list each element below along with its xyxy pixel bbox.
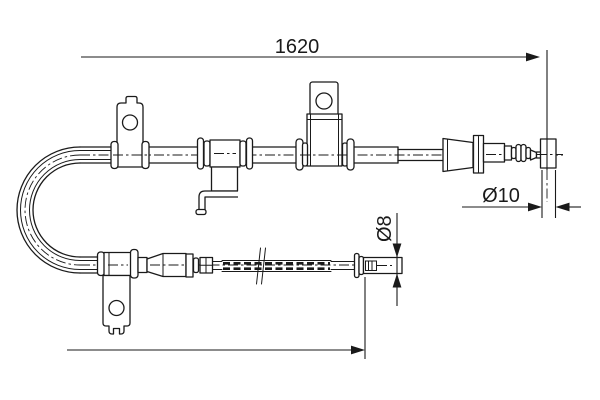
overall-length-label: 1620: [275, 36, 320, 58]
diameter-10-dimension: Ø10: [462, 170, 581, 218]
mounting-clip-1: [110, 95, 150, 170]
cable-housing-curve: [16, 146, 113, 274]
protective-boot-assembly: [442, 134, 563, 174]
abutment-fitting: [195, 137, 254, 216]
clip-2-hole: [315, 92, 333, 110]
overall-length-dimension: 1620: [81, 36, 548, 202]
mounting-clip-2: [295, 81, 355, 171]
adjuster-assembly: [137, 252, 214, 278]
clip-1-hole: [121, 114, 139, 131]
arrowhead-right: [526, 52, 540, 62]
diameter-10-label: Ø10: [482, 185, 520, 207]
arrowhead-right: [528, 202, 542, 212]
arrowhead-right: [351, 345, 365, 355]
break-mark: [261, 247, 266, 285]
equalizer-bracket: [96, 248, 139, 335]
arrowhead-down: [392, 243, 402, 258]
break-mark: [256, 247, 261, 285]
diameter-8-label: Ø8: [374, 215, 396, 242]
diameter-8-dimension: Ø8: [374, 213, 402, 306]
rod-end-fitting: [353, 252, 403, 279]
arrowhead-left: [555, 202, 570, 212]
arrowhead-up: [392, 273, 402, 288]
bracket-plate-hole: [108, 299, 125, 317]
threaded-rod: [212, 247, 357, 285]
partial-length-dimension: [67, 277, 366, 359]
cable-end-barrel: [539, 138, 557, 169]
